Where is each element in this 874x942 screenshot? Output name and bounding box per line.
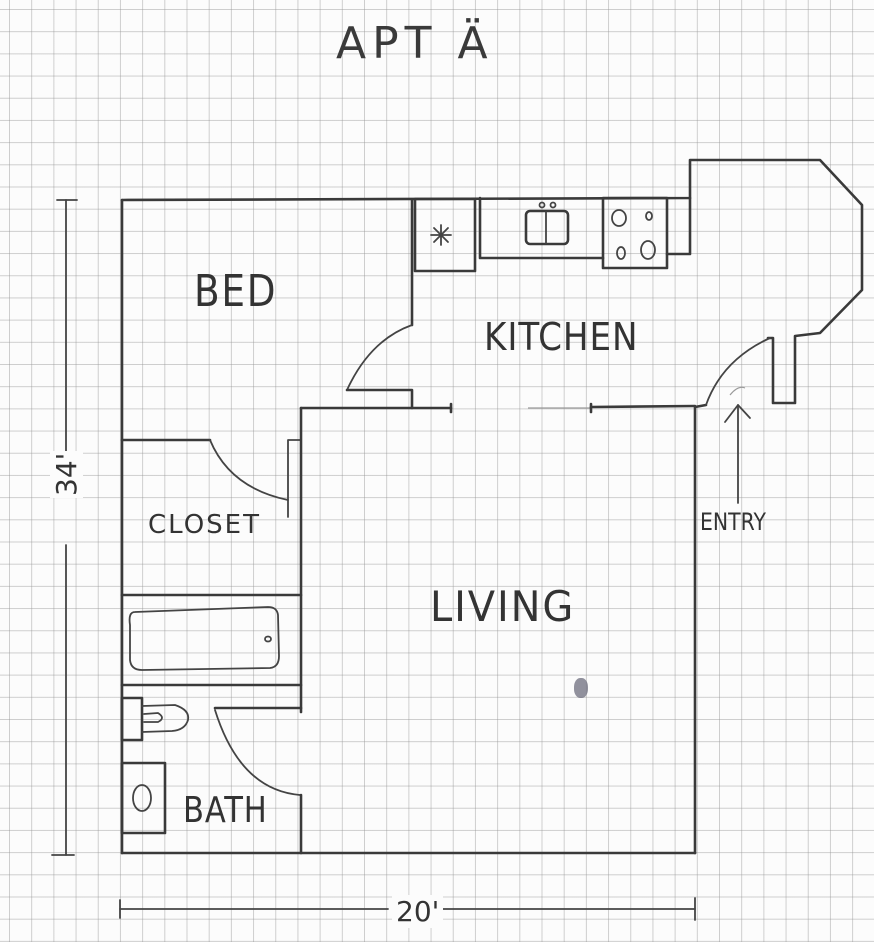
toilet-icon — [120, 696, 190, 742]
bathtub-icon — [128, 606, 280, 671]
height-dimension-label: 34' — [50, 450, 83, 498]
room-label-bed: BED — [194, 266, 278, 317]
width-dimension-line — [119, 897, 696, 921]
room-label-closet: CLOSET — [148, 510, 261, 540]
closet-walls — [120, 406, 303, 714]
bathroom-walls — [120, 593, 303, 855]
height-dimension-line — [51, 199, 78, 856]
refrigerator-icon — [413, 197, 477, 273]
entry-arrow-icon — [724, 386, 751, 504]
room-label-bath: BATH — [183, 790, 268, 831]
outer-walls — [120, 158, 864, 855]
width-dimension-label: 20' — [392, 895, 444, 928]
bedroom-wall — [299, 198, 697, 414]
sink-icon — [524, 201, 570, 246]
entry-door — [705, 337, 771, 406]
kitchen-counter — [478, 196, 692, 260]
bathroom-sink-icon — [120, 761, 167, 835]
stove-icon — [601, 196, 669, 270]
ink-smudge — [574, 678, 588, 698]
room-label-living: LIVING — [430, 582, 576, 631]
room-label-kitchen: KITCHEN — [484, 315, 639, 359]
entry-label: ENTRY — [700, 508, 766, 536]
plan-title: APT Ä — [336, 18, 494, 69]
